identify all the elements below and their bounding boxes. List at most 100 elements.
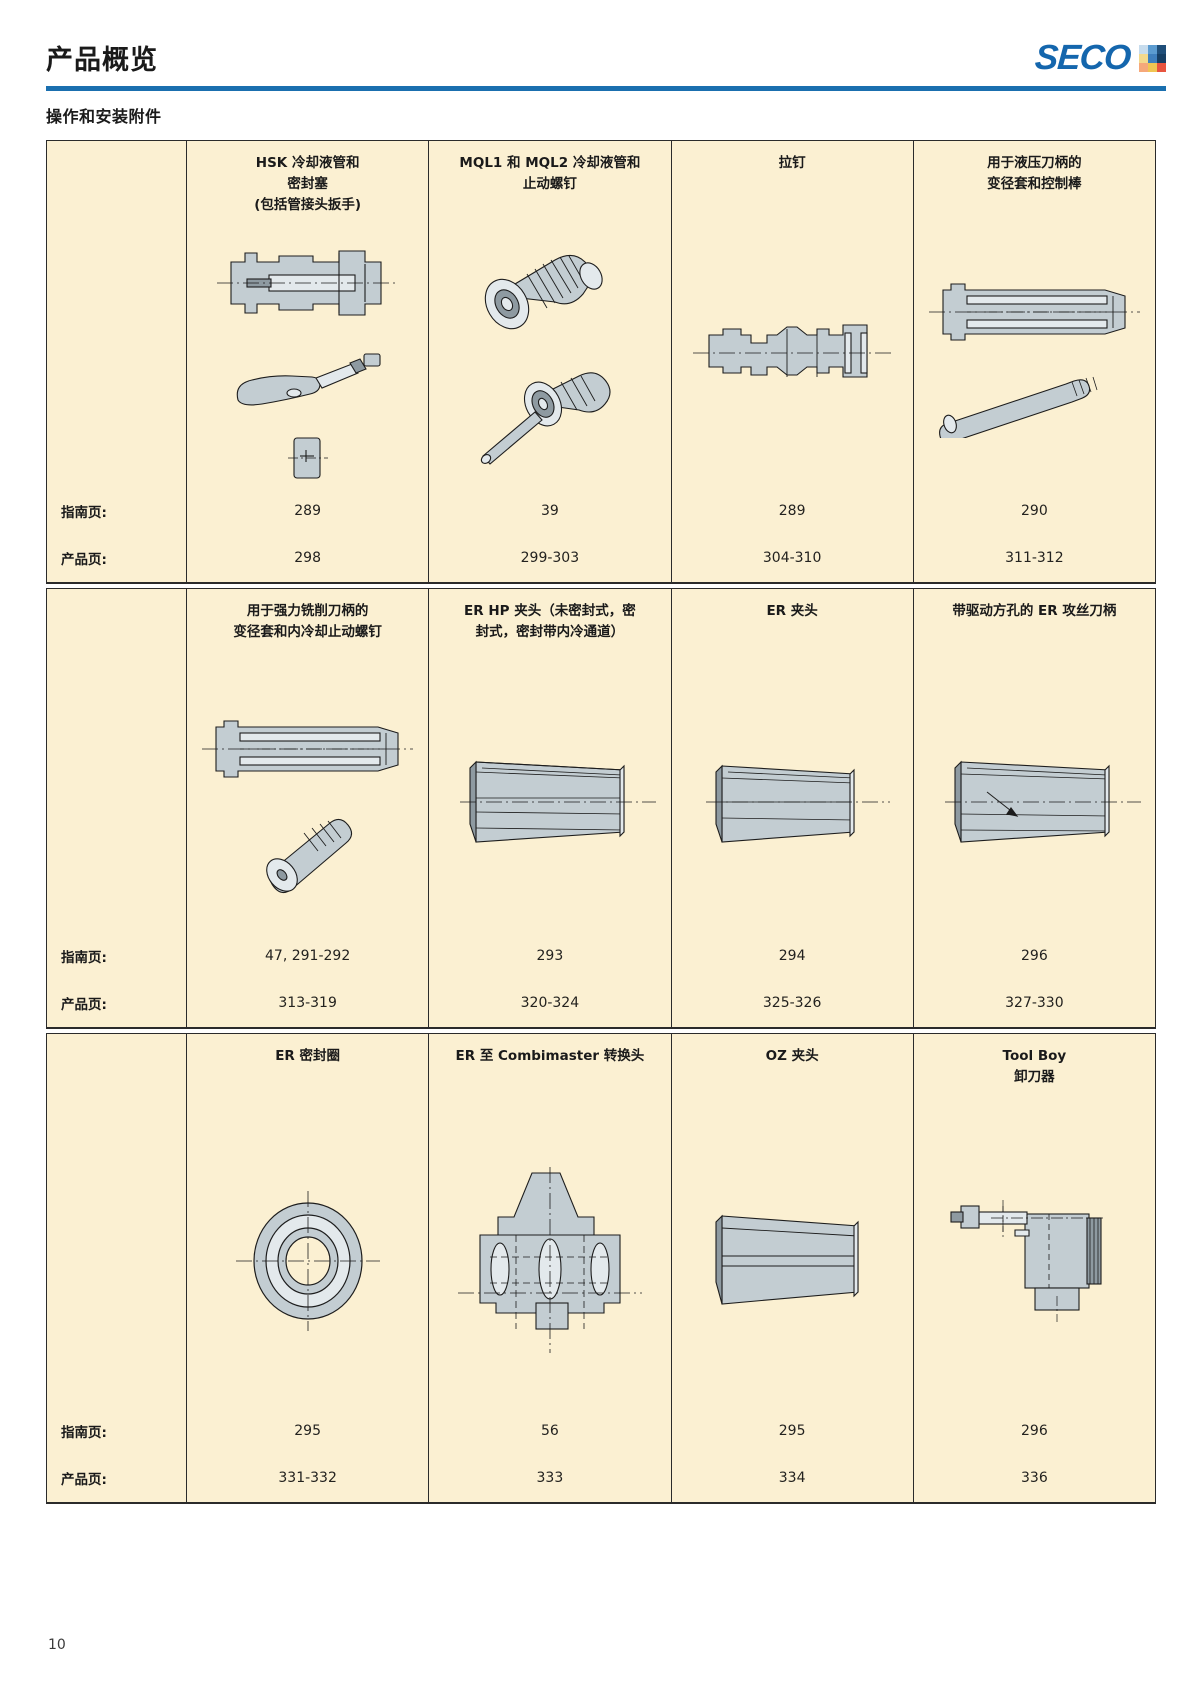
guide-page-value: 289 bbox=[778, 503, 806, 520]
er-tapping-collet-icon bbox=[927, 742, 1142, 857]
product-illustration-cell bbox=[429, 1108, 670, 1408]
product-column-title: ER 至 Combimaster 转换头 bbox=[455, 1047, 645, 1064]
seco-logo-grid bbox=[1139, 44, 1166, 72]
illustration-stack bbox=[672, 663, 913, 933]
guide-page-value: 295 bbox=[778, 1423, 806, 1440]
guide-page-value: 295 bbox=[294, 1423, 321, 1440]
er-hp-collet-icon bbox=[442, 742, 657, 857]
product-column-title: 拉钉 bbox=[778, 155, 806, 171]
seco-logo-swatch bbox=[1157, 53, 1166, 63]
product-illustration-cell bbox=[914, 1108, 1155, 1408]
overview-row: 指南页:产品页:用于强力铣削刀柄的变径套和内冷却止动螺钉 47, 291-292… bbox=[46, 587, 1156, 1029]
product-page-value: 336 bbox=[1021, 1470, 1048, 1487]
row-label-column: 指南页:产品页: bbox=[47, 1033, 187, 1502]
row-label-column: 指南页: 产品页: bbox=[47, 141, 187, 582]
illustration-stack bbox=[187, 222, 428, 488]
illustration-stack bbox=[187, 1108, 428, 1408]
product-column-title: ER 夹头 bbox=[766, 602, 818, 619]
er-collet-icon bbox=[692, 744, 892, 856]
label-spacer bbox=[47, 589, 186, 933]
product-column[interactable]: ER 夹头 294 325-326 bbox=[672, 588, 914, 1027]
guide-page-value: 290 bbox=[1021, 503, 1048, 520]
overview-row: 指南页: 产品页: HSK 冷却液管和密封塞(包括管接头扳手) 289 298 MQL1… bbox=[46, 140, 1156, 584]
seco-logo-swatch bbox=[1148, 62, 1157, 72]
guide-page-value: 47, 291-292 bbox=[265, 948, 351, 965]
mql-tube-fitting-icon bbox=[465, 358, 635, 468]
product-column[interactable]: 带驱动方孔的 ER 攻丝刀柄 296 327-330 bbox=[914, 589, 1155, 1027]
seco-logo-swatch bbox=[1139, 44, 1148, 54]
guide-page-label: 指南页: bbox=[61, 950, 107, 967]
reduction-sleeve-icon bbox=[927, 268, 1142, 356]
hsk-coolant-tube-holder-icon bbox=[213, 228, 403, 338]
product-page-value: 325-326 bbox=[762, 995, 822, 1012]
seco-logo-swatch bbox=[1148, 53, 1157, 63]
tool-boy-icon bbox=[939, 1192, 1129, 1327]
control-rod-icon bbox=[934, 366, 1134, 439]
footer-page-number: 10 bbox=[48, 1637, 66, 1653]
product-page-value: 334 bbox=[778, 1470, 806, 1487]
product-page-value: 327-330 bbox=[1005, 995, 1064, 1012]
seco-logo-swatch bbox=[1157, 44, 1166, 54]
product-column[interactable]: OZ 夹头 295 334 bbox=[672, 1033, 914, 1502]
product-illustration-cell bbox=[672, 215, 913, 488]
product-column-title: OZ 夹头 bbox=[765, 1047, 819, 1064]
page-title: 产品概览 bbox=[46, 45, 158, 76]
product-illustration-cell bbox=[187, 663, 428, 933]
product-column-title: 带驱动方孔的 ER 攻丝刀柄 bbox=[952, 602, 1117, 619]
product-page-value: 304-310 bbox=[762, 550, 822, 567]
illustration-stack bbox=[914, 215, 1155, 488]
product-illustration-cell bbox=[914, 663, 1155, 933]
guide-page-value: 296 bbox=[1021, 948, 1048, 965]
guide-page-value: 293 bbox=[536, 948, 564, 965]
seco-logo: SECO bbox=[1033, 38, 1166, 78]
product-page-value: 313-319 bbox=[278, 995, 337, 1012]
product-illustration-cell bbox=[429, 663, 670, 933]
product-column[interactable]: 拉钉 289 304-310 bbox=[672, 141, 914, 582]
page-header: 产品概览 SECO 操作和安装附件 bbox=[0, 0, 1200, 126]
guide-page-value: 56 bbox=[540, 1423, 559, 1440]
product-page-value: 298 bbox=[294, 550, 321, 567]
row-label-column: 指南页:产品页: bbox=[47, 588, 187, 1027]
guide-page-value: 294 bbox=[778, 948, 806, 965]
er-to-combimaster-adapter-icon bbox=[450, 1165, 650, 1355]
guide-page-value: 289 bbox=[294, 503, 321, 520]
label-spacer bbox=[47, 1034, 186, 1408]
seco-logo-swatch bbox=[1139, 53, 1148, 63]
seco-wordmark: SECO bbox=[1033, 38, 1132, 77]
product-illustration-cell bbox=[187, 222, 428, 488]
product-column-title: 用于液压刀柄的变径套和控制棒 bbox=[987, 155, 1082, 192]
illustration-stack bbox=[672, 1108, 913, 1408]
row-columns: HSK 冷却液管和密封塞(包括管接头扳手) 289 298 MQL1 和 MQL2 … bbox=[187, 141, 1155, 582]
illustration-stack bbox=[429, 1108, 670, 1408]
product-illustration-cell bbox=[672, 1108, 913, 1408]
guide-page-label: 指南页: bbox=[61, 505, 107, 522]
product-page-label: 产品页: bbox=[61, 552, 107, 569]
guide-page-label: 指南页: bbox=[61, 1425, 107, 1442]
guide-page-value: 296 bbox=[1021, 1423, 1048, 1440]
reduction-sleeve-icon bbox=[200, 705, 415, 793]
header-rule bbox=[46, 86, 1166, 91]
set-screw-icon bbox=[248, 803, 368, 895]
pull-stud-icon bbox=[687, 305, 897, 401]
seco-logo-swatch bbox=[1148, 44, 1157, 54]
product-column-title: HSK 冷却液管和密封塞(包括管接头扳手) bbox=[254, 155, 362, 213]
product-illustration-cell bbox=[914, 215, 1155, 488]
product-column-title: ER HP 夹头（未密封式，密封式，密封带内冷通道） bbox=[464, 602, 636, 640]
illustration-stack bbox=[672, 215, 913, 488]
product-column[interactable]: HSK 冷却液管和密封塞(包括管接头扳手) 289 298 bbox=[187, 141, 430, 582]
plug-icon bbox=[286, 430, 330, 486]
product-illustration-cell bbox=[672, 663, 913, 933]
guide-page-value: 39 bbox=[540, 503, 559, 520]
